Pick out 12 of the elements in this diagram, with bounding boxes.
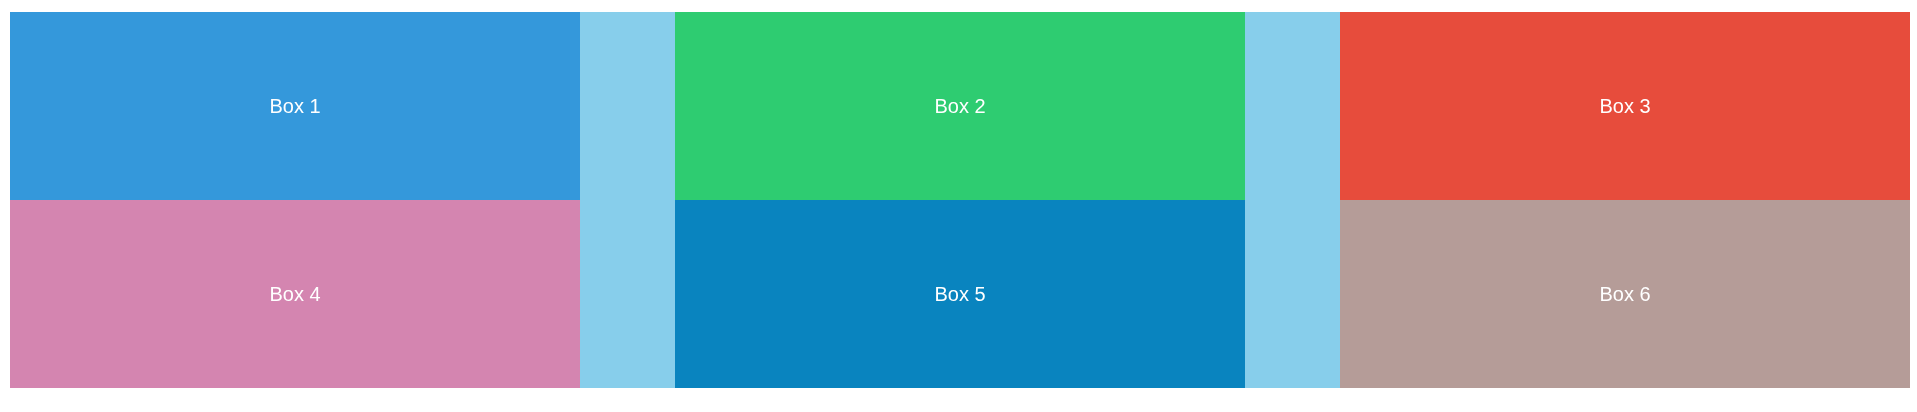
color-box [10,200,580,388]
box-label: Box 2 [934,94,986,118]
color-box [1340,200,1910,388]
color-box [675,12,1245,200]
box-label: Box 4 [269,282,321,306]
box-label: Box 3 [1599,94,1651,118]
box-label: Box 5 [934,282,986,306]
box-label: Box 6 [1599,282,1651,306]
color-box [1340,12,1910,200]
box-label: Box 1 [269,94,321,118]
color-box [675,200,1245,388]
color-box [10,12,580,200]
